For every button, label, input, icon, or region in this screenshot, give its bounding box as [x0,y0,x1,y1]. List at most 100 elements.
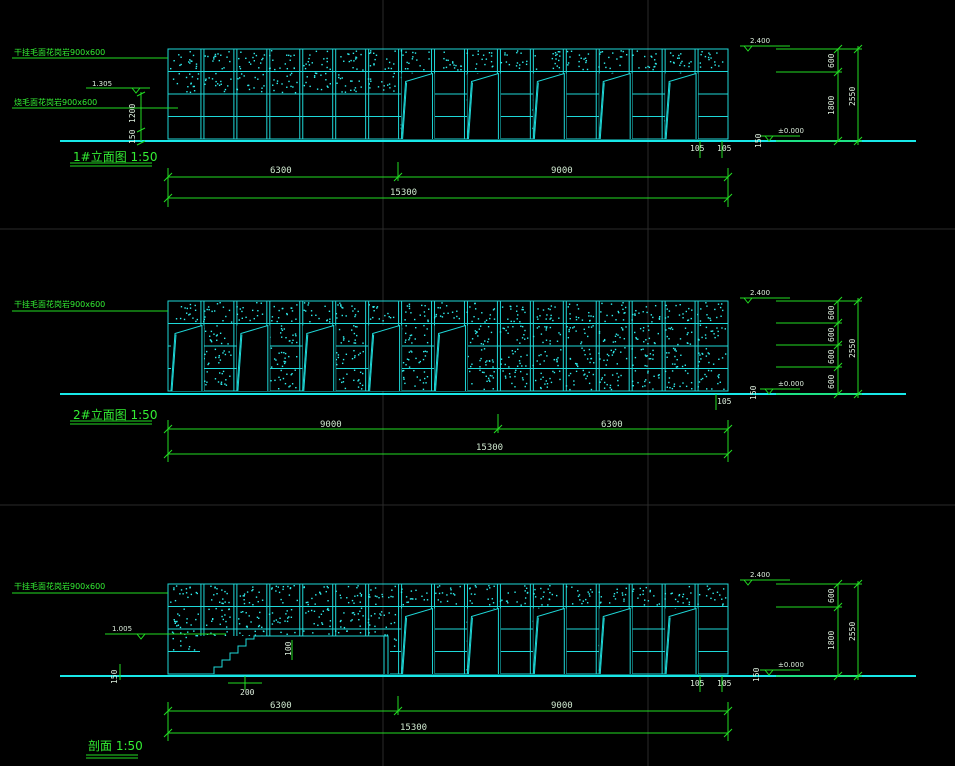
planter-void [434,325,468,391]
granite-speckle [711,330,714,332]
granite-speckle [619,336,621,339]
granite-speckle [652,68,654,71]
granite-speckle [346,597,348,599]
granite-speckle [522,306,524,309]
granite-speckle [368,595,370,598]
granite-speckle [705,348,708,350]
granite-speckle [426,376,429,378]
granite-speckle [189,62,191,64]
granite-speckle [315,594,317,596]
granite-speckle [372,306,375,308]
granite-speckle [573,384,575,386]
granite-speckle [674,363,676,365]
granite-speckle [676,359,678,361]
granite-speckle [718,373,720,376]
granite-speckle [657,332,660,335]
level-mark-top: 2.400 [740,289,790,304]
granite-speckle [376,306,379,308]
granite-speckle [647,65,649,68]
granite-speckle [648,358,651,360]
granite-speckle [637,597,639,599]
granite-speckle [540,333,543,335]
granite-speckle [697,313,699,316]
granite-speckle [718,358,720,360]
granite-speckle [347,601,350,604]
granite-speckle [251,589,253,592]
planter-void [236,325,270,391]
granite-speckle [647,342,649,345]
granite-speckle [281,365,284,368]
granite-speckle [408,307,411,310]
granite-speckle [485,58,488,60]
granite-speckle [282,586,285,588]
granite-speckle [508,366,510,368]
granite-speckle [672,54,674,57]
granite-speckle [196,592,198,595]
granite-speckle [549,308,551,311]
granite-speckle [568,374,570,377]
granite-speckle [230,354,232,356]
granite-speckle [230,321,233,323]
granite-speckle [516,51,518,54]
granite-speckle [589,595,591,597]
granite-speckle [570,50,573,52]
granite-speckle [239,67,242,70]
granite-speckle [575,318,578,321]
level-mark-small: 1.005 [105,625,226,640]
granite-speckle [590,388,593,391]
granite-speckle [381,595,384,598]
granite-speckle [666,356,668,359]
granite-speckle [412,598,414,600]
granite-speckle [565,385,568,387]
granite-speckle [625,357,628,360]
granite-speckle [707,56,710,59]
granite-speckle [664,592,667,595]
granite-speckle [537,308,539,310]
granite-speckle [488,360,491,362]
granite-speckle [606,383,608,386]
granite-speckle [505,61,508,63]
granite-speckle [614,598,617,600]
granite-speckle [679,338,682,340]
granite-speckle [419,65,421,67]
granite-speckle [354,339,356,341]
granite-speckle [192,54,195,57]
granite-speckle [546,326,548,328]
granite-speckle [423,599,425,601]
granite-speckle [674,349,676,351]
granite-speckle [375,54,378,56]
granite-speckle [321,622,323,624]
granite-speckle [675,304,677,307]
granite-speckle [658,318,661,320]
granite-speckle [325,72,327,75]
granite-speckle [616,588,618,590]
granite-speckle [605,364,607,366]
granite-speckle [525,63,528,66]
granite-speckle [343,337,345,340]
granite-speckle [710,330,712,333]
granite-speckle [176,82,179,85]
granite-speckle [248,88,251,91]
granite-speckle [648,329,650,331]
granite-speckle [566,50,569,53]
granite-speckle [451,311,454,313]
granite-speckle [308,64,311,66]
granite-speckle [247,84,249,87]
granite-speckle [254,634,257,636]
granite-speckle [521,337,524,339]
granite-speckle [688,307,690,310]
granite-speckle [688,62,690,64]
granite-speckle [268,613,271,615]
granite-speckle [490,60,493,63]
granite-speckle [719,594,721,596]
granite-speckle [196,318,199,321]
granite-speckle [482,343,485,345]
granite-speckle [346,373,348,375]
granite-speckle [190,82,192,84]
granite-speckle [493,318,496,320]
granite-speckle [552,67,555,70]
granite-speckle [229,60,231,63]
granite-speckle [469,600,471,602]
granite-speckle [700,53,702,56]
granite-speckle [614,348,617,351]
